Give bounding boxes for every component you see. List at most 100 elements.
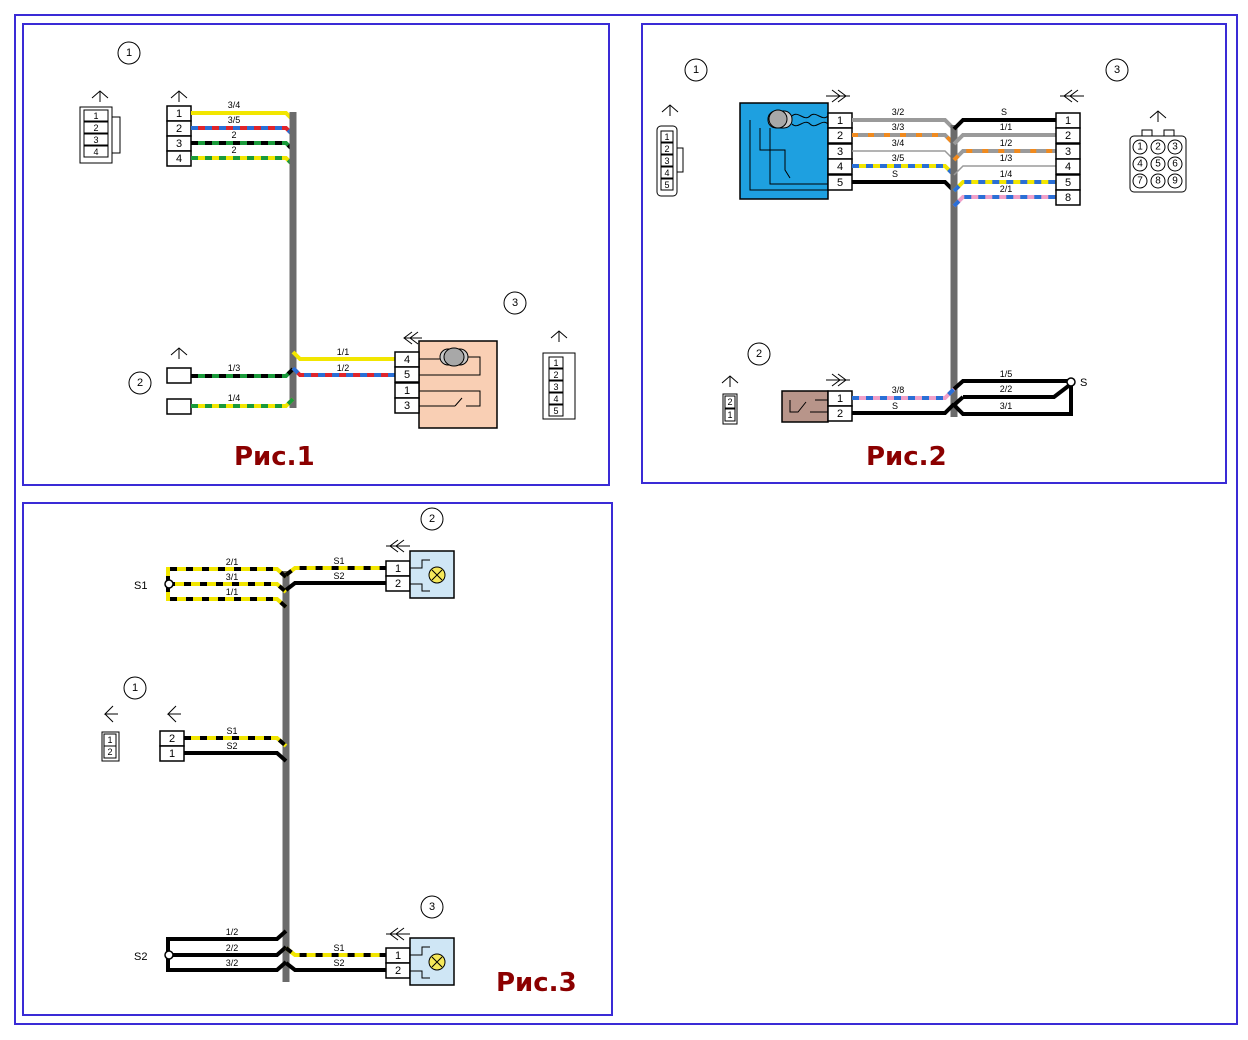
fig1-conn1-face-2: 2	[93, 123, 98, 133]
fig3-conn1-wire-label-s1: S1	[226, 726, 237, 736]
fig3-splice-s2-point	[164, 950, 174, 960]
fig2-wire-label-11: 1/1	[1000, 122, 1013, 132]
svg-text:4: 4	[664, 168, 669, 178]
fig3-conn1-face-symbol-icon	[103, 705, 118, 723]
fig3-conn1-pin-1: 1	[169, 748, 175, 760]
fig1-motor-pin-5: 5	[404, 369, 410, 381]
fig3-lamp2-wire-label-s2: S2	[333, 571, 344, 581]
fig3-lamp3-pin-1: 1	[395, 950, 401, 962]
svg-text:1: 1	[107, 735, 112, 745]
fig2-frame	[641, 23, 1227, 484]
fig2-wire-label-35: 3/5	[892, 153, 905, 163]
fig2-conn3-symbol-icon	[1060, 89, 1084, 103]
svg-text:2: 2	[1155, 142, 1161, 153]
fig2-conn3-pin-8: 8	[1065, 192, 1071, 204]
fig2-callout-1-text: 1	[693, 64, 699, 76]
svg-text:3: 3	[1172, 142, 1178, 153]
fig1-callout-2	[128, 371, 152, 395]
svg-text:1: 1	[727, 410, 732, 420]
fig2-switch-pin-1: 1	[837, 393, 843, 405]
fig1-motor-pin-3: 3	[404, 400, 410, 412]
fig2-wire-label-s-right: S	[1001, 107, 1007, 117]
fig2-wire-label-15: 1/5	[1000, 369, 1013, 379]
fig1-conn1-pin-4: 4	[176, 153, 182, 165]
fig1-title: Рис.1	[234, 442, 315, 472]
fig2-conn3-face-symbol-icon	[1149, 110, 1167, 122]
fig2-wire-label-33: 3/3	[892, 122, 905, 132]
svg-text:5: 5	[1155, 159, 1161, 170]
fig2-switch-face: 2 1	[722, 393, 738, 425]
fig1-wire-label-14: 1/4	[228, 393, 241, 403]
fig3-wire-label-21: 2/1	[226, 557, 239, 567]
fig3-callout-3-text: 3	[429, 901, 435, 913]
fig1-frame	[22, 23, 610, 486]
fig2-conn3-pin-5: 5	[1065, 177, 1071, 189]
fig2-motor-internal-icon	[749, 109, 829, 191]
fig2-wires-right	[952, 118, 1056, 208]
figure-1: 1 2 3 1 2 3 4 1 2 3 4	[22, 23, 610, 486]
fig1-callout-2-text: 2	[137, 377, 143, 389]
fig3-splice-s1-point	[164, 579, 174, 589]
fig2-motor-conn-symbol-icon	[826, 89, 850, 103]
svg-text:1: 1	[1137, 142, 1143, 153]
fig2-callout-3	[1105, 58, 1129, 82]
svg-text:3: 3	[553, 382, 558, 392]
svg-text:5: 5	[664, 180, 669, 190]
fig2-motor-pin-2: 2	[837, 130, 843, 142]
fig3-wire-label-22: 2/2	[226, 943, 239, 953]
svg-text:6: 6	[1172, 159, 1178, 170]
outer-frame	[14, 14, 1238, 1025]
fig2-switch-contact-icon	[789, 399, 828, 413]
figure-3: 2 1 3 S1 2/1 3/1 1/1 S1 S2 1 2	[22, 502, 613, 1016]
fig3-wire-label-11: 1/1	[226, 587, 239, 597]
svg-text:7: 7	[1137, 176, 1143, 187]
fig3-frame	[22, 502, 613, 1016]
svg-text:5: 5	[553, 406, 558, 416]
fig2-callout-3-text: 3	[1114, 64, 1120, 76]
fig3-splice-s1-wires	[166, 567, 288, 609]
fig3-lamp3-conn-symbol-icon	[386, 927, 410, 941]
fig2-motor-pin-1: 1	[837, 115, 843, 127]
fig2-wire-label-12: 1/2	[1000, 138, 1013, 148]
svg-text:4: 4	[553, 394, 558, 404]
fig2-motor-face-symbol-icon	[661, 104, 679, 116]
fig3-splice-s2-label: S2	[134, 951, 147, 963]
fig3-conn1-wire-label-s2: S2	[226, 741, 237, 751]
svg-text:2: 2	[107, 747, 112, 757]
fig2-wire-label-38: 3/8	[892, 385, 905, 395]
svg-text:2: 2	[727, 397, 732, 407]
fig3-lamp3-wire-label-s2: S2	[333, 958, 344, 968]
fig3-lamp2-pin-2: 2	[395, 578, 401, 590]
figure-2: 1 2 3 1 2 3 4 5	[641, 23, 1227, 484]
fig2-wire-label-21: 2/1	[1000, 184, 1013, 194]
svg-text:2: 2	[664, 144, 669, 154]
svg-text:1: 1	[664, 132, 669, 142]
fig2-wire-label-s-left: S	[892, 169, 898, 179]
fig2-switch-face-symbol-icon	[721, 375, 739, 387]
fig3-lamp2-pin-1: 1	[395, 563, 401, 575]
fig1-motor-face-symbol-icon	[550, 330, 568, 342]
fig3-callout-1	[123, 676, 147, 700]
fig3-lamp3-bulb-icon	[410, 946, 446, 979]
fig3-wire-label-32: 3/2	[226, 958, 239, 968]
fig1-motor-conn-symbol-icon	[403, 331, 422, 345]
fig1-conn1-face-symbol-icon	[91, 90, 109, 102]
fig2-switch-housing	[781, 390, 829, 423]
svg-text:8: 8	[1155, 176, 1161, 187]
fig1-wire-label-11: 1/1	[337, 347, 350, 357]
fig2-wire-label-s-switch: S	[892, 401, 898, 411]
fig1-wire-label-1: 3/4	[228, 100, 241, 110]
fig2-motor-pin-4: 4	[837, 161, 843, 173]
fig1-connector1-face: 1 2 3 4	[79, 90, 121, 164]
fig2-motor-face: 1 2 3 4 5	[656, 125, 684, 197]
fig2-wire-label-34: 3/4	[892, 138, 905, 148]
fig2-conn3-pin-3: 3	[1065, 146, 1071, 158]
svg-text:3: 3	[664, 156, 669, 166]
fig3-lamp2-bulb-icon	[410, 559, 446, 592]
fig1-conn1-face-4: 4	[93, 147, 98, 157]
fig1-conn2-symbol-icon	[170, 347, 188, 359]
fig3-callout-2-text: 2	[429, 513, 435, 525]
fig1-conn1-symbol-icon	[170, 90, 188, 102]
fig3-lamp2-wire-label-s1: S1	[333, 556, 344, 566]
